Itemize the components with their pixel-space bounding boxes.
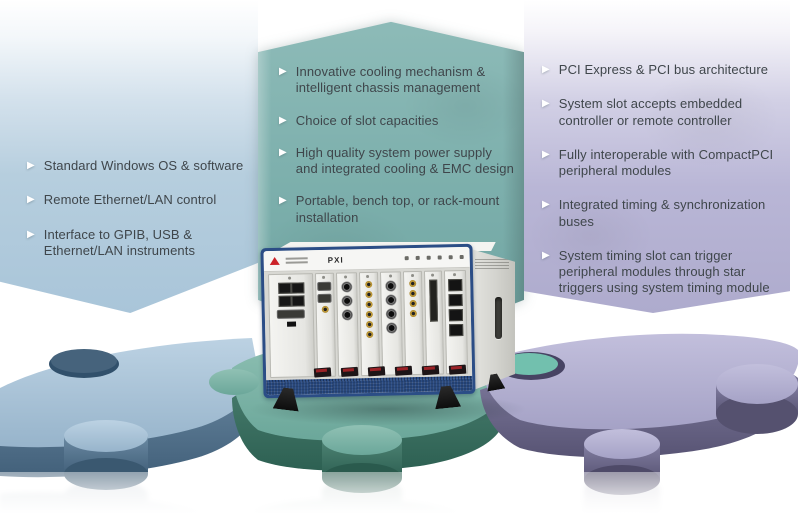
bullet-arrow-icon: ▶: [279, 195, 287, 207]
smb-jack: [365, 280, 373, 289]
bullet-list-middle: ▶ Innovative cooling mechanism & intelli…: [279, 64, 517, 242]
card-edge-slot: [429, 279, 439, 322]
chassis-side-panel: [471, 249, 515, 391]
panel-screws: [404, 254, 464, 261]
bnc-connector: [341, 281, 353, 293]
list-item: ▶ Standard Windows OS & software: [27, 158, 249, 174]
adlink-logo-icon: [269, 256, 280, 266]
smb-jack: [409, 279, 417, 288]
bullet-text: PCI Express & PCI bus architecture: [558, 62, 769, 77]
banner-software-control: ▶ Standard Windows OS & software ▶ Remot…: [0, 0, 258, 313]
list-item: ▶ Portable, bench top, or rack-mount ins…: [279, 193, 517, 226]
smb-jack: [365, 300, 373, 309]
bullet-arrow-icon: ▶: [279, 146, 287, 158]
bullet-arrow-icon: ▶: [27, 160, 35, 171]
ejector-handles: [313, 364, 467, 378]
module-rj45: [444, 269, 469, 375]
pxi-label: PXI: [327, 254, 344, 265]
rj45-port: [448, 294, 463, 307]
bullet-arrow-icon: ▶: [279, 114, 287, 126]
banner-middle-shape: ▶ Innovative cooling mechanism & intelli…: [258, 21, 524, 352]
rj45-port: [448, 279, 463, 292]
ethernet-ports: [278, 282, 306, 307]
bullet-arrow-icon: ▶: [542, 199, 550, 211]
list-item: ▶ PCI Express & PCI bus architecture: [542, 62, 784, 78]
bullet-text: System slot accepts embedded controller …: [558, 96, 743, 128]
pxi-chassis: PXI: [248, 242, 528, 426]
rj45-port: [449, 324, 464, 337]
bullet-list-right: ▶ PCI Express & PCI bus architecture ▶ S…: [542, 62, 784, 313]
list-item: ▶ High quality system power supply and i…: [279, 145, 517, 178]
dvi-connector: [317, 281, 332, 292]
bullet-arrow-icon: ▶: [542, 249, 550, 261]
bullet-arrow-icon: ▶: [542, 98, 550, 110]
bullet-text: Choice of slot capacities: [295, 112, 439, 128]
puzzle-pieces-graphic: [0, 332, 807, 514]
smb-jack: [365, 320, 374, 329]
bnc-connector: [385, 280, 397, 292]
list-item: ▶ Innovative cooling mechanism & intelli…: [279, 64, 517, 97]
module-dvi: [314, 272, 336, 378]
bullet-text: Portable, bench top, or rack-mount insta…: [295, 193, 500, 225]
bullet-arrow-icon: ▶: [27, 194, 35, 206]
bullet-text: Innovative cooling mechanism & intellige…: [295, 64, 486, 96]
front-panel: PXI: [263, 246, 473, 396]
usb-port: [286, 321, 297, 327]
bullet-text: Interface to GPIB, USB & Ethernet/LAN in…: [43, 226, 196, 258]
smb-jack: [321, 305, 329, 313]
dvi-connector: [277, 309, 306, 319]
smb-jack: [409, 299, 417, 308]
bnc-connector: [341, 309, 353, 321]
bullet-arrow-icon: ▶: [542, 148, 550, 160]
controller-module: [267, 273, 316, 379]
list-item: ▶ System slot accepts embedded controlle…: [542, 96, 784, 129]
module-slots: [263, 267, 473, 381]
logo-text-mark: [285, 257, 308, 264]
bullet-arrow-icon: ▶: [279, 66, 287, 77]
banner-bus-architecture: ▶ PCI Express & PCI bus architecture ▶ S…: [524, 0, 790, 313]
banner-chassis-features: ▶ Innovative cooling mechanism & intelli…: [258, 0, 524, 352]
module-bnc: [379, 271, 404, 376]
bnc-connector: [385, 308, 397, 320]
bnc-connector: [341, 295, 353, 307]
smb-jack: [365, 310, 373, 319]
bullet-text: Remote Ethernet/LAN control: [43, 192, 217, 208]
bullet-text: System timing slot can trigger periphera…: [558, 247, 770, 296]
bnc-connector: [386, 322, 398, 334]
module-smb: [359, 271, 380, 377]
bullet-text: High quality system power supply and int…: [295, 144, 514, 176]
smb-jack: [409, 309, 417, 318]
dvi-connector: [317, 293, 332, 304]
list-item: ▶ System timing slot can trigger periphe…: [542, 248, 784, 297]
smb-jack: [365, 290, 373, 299]
bullet-text: Fully interoperable with CompactPCI peri…: [558, 146, 774, 178]
bullet-text: Integrated timing & synchronization buse…: [558, 197, 766, 229]
module-smb: [403, 270, 425, 376]
list-item: ▶ Choice of slot capacities: [279, 113, 517, 129]
banner-right-shape: ▶ PCI Express & PCI bus architecture ▶ S…: [524, 0, 790, 313]
smb-jack: [366, 330, 374, 339]
bnc-connector: [385, 294, 397, 306]
bullet-arrow-icon: ▶: [542, 64, 550, 75]
list-item: ▶ Fully interoperable with CompactPCI pe…: [542, 147, 784, 180]
bullet-list-left: ▶ Standard Windows OS & software ▶ Remot…: [27, 158, 249, 277]
list-item: ▶ Integrated timing & synchronization bu…: [542, 197, 784, 230]
side-handle: [495, 297, 502, 339]
module-bnc: [335, 272, 360, 377]
chassis-front: PXI: [260, 243, 476, 399]
rj45-port: [449, 309, 464, 322]
bullet-arrow-icon: ▶: [27, 228, 35, 240]
banner-left-shape: ▶ Standard Windows OS & software ▶ Remot…: [0, 0, 258, 313]
bullet-text: Standard Windows OS & software: [43, 158, 244, 173]
side-vents: [475, 257, 509, 269]
module-card-slot: [423, 270, 445, 375]
smb-jack: [409, 289, 417, 298]
list-item: ▶ Interface to GPIB, USB & Ethernet/LAN …: [27, 227, 249, 260]
list-item: ▶ Remote Ethernet/LAN control: [27, 192, 249, 208]
puzzle-piece-blue: [0, 338, 258, 490]
